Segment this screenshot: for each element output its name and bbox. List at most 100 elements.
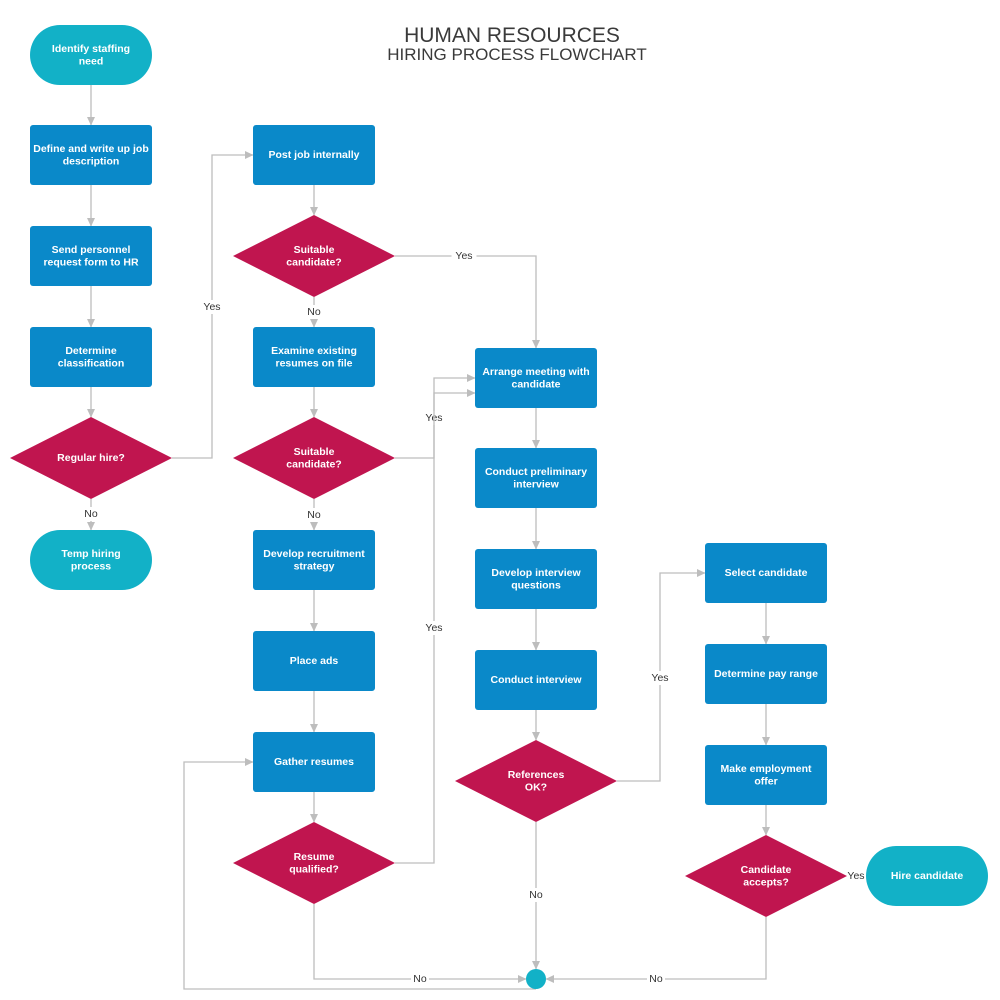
process-box [705, 543, 827, 603]
edge-label-bg [305, 305, 323, 319]
terminal-shape [30, 25, 152, 85]
edge-label-bg [843, 869, 869, 883]
decision-diamond [233, 417, 395, 499]
process-box [30, 125, 152, 185]
edge-suit1-to-meeting: Yes [395, 249, 540, 349]
node-label: need [79, 55, 104, 67]
process-box [705, 644, 827, 704]
terminal-shape [30, 530, 152, 590]
process-box [253, 530, 375, 590]
edge-accepts-to-hire: Yes [843, 869, 869, 883]
node-label: Suitable [294, 244, 335, 256]
node-label: classification [58, 357, 125, 369]
connector-line [545, 917, 767, 983]
edge-label: Yes [455, 250, 472, 262]
node-label: Determine pay range [714, 668, 818, 680]
edge-label-bg [82, 507, 100, 521]
node-gather: Gather resumes [253, 732, 375, 792]
decision-diamond [233, 215, 395, 297]
process-box [30, 226, 152, 286]
edge-label: No [84, 508, 98, 520]
node-label: Suitable [294, 446, 335, 458]
node-label: offer [754, 775, 777, 787]
node-junction [526, 969, 546, 989]
node-label: request form to HR [43, 256, 139, 268]
node-hire: Hire candidate [866, 846, 988, 906]
edge-label: No [649, 973, 663, 985]
edge-regular-to-post: Yes [172, 151, 254, 459]
edge-label-bg [421, 621, 447, 635]
node-label: Examine existing [271, 345, 357, 357]
decision-diamond [10, 417, 172, 499]
node-label: Conduct preliminary [485, 466, 587, 478]
edge-label-bg [527, 888, 545, 902]
decision-diamond [455, 740, 617, 822]
terminal-shape [866, 846, 988, 906]
edge-regular-to-temp: No [82, 499, 100, 531]
process-box [475, 549, 597, 609]
node-label: Regular hire? [57, 452, 125, 464]
node-ads: Place ads [253, 631, 375, 691]
node-select: Select candidate [705, 543, 827, 603]
process-box [253, 125, 375, 185]
edge-label: Yes [203, 301, 220, 313]
edge-label: No [307, 509, 321, 521]
decision-diamond [685, 835, 847, 917]
edge-label-bg [451, 249, 477, 263]
edge-label: No [529, 889, 543, 901]
process-box [475, 650, 597, 710]
process-box [253, 631, 375, 691]
edge-suit2-to-meeting: Yes [395, 374, 476, 459]
node-label: candidate? [286, 458, 341, 470]
edge-label-bg [411, 972, 429, 986]
node-label: Send personnel [52, 244, 131, 256]
edge-label: Yes [651, 672, 668, 684]
edge-suit2-to-strategy: No [305, 499, 323, 531]
node-pay: Determine pay range [705, 644, 827, 704]
node-label: Develop recruitment [263, 548, 365, 560]
decision-diamond [233, 822, 395, 904]
node-label: Post job internally [268, 149, 359, 161]
node-label: Define and write up job [33, 143, 149, 155]
node-label: Gather resumes [274, 756, 354, 768]
process-box [30, 327, 152, 387]
node-label: Temp hiring [61, 548, 120, 560]
node-label: candidate [511, 378, 560, 390]
edge-label: Yes [425, 622, 442, 634]
node-interview: Conduct interview [475, 650, 597, 710]
node-label: References [508, 769, 565, 781]
process-box [253, 732, 375, 792]
node-label: candidate? [286, 256, 341, 268]
edge-accepts-to-junction: No [545, 917, 767, 986]
node-label: resumes on file [275, 357, 352, 369]
edge-label-bg [647, 671, 673, 685]
process-box [475, 448, 597, 508]
edge-label: No [413, 973, 427, 985]
node-label: strategy [294, 560, 335, 572]
edge-label: No [307, 306, 321, 318]
edge-suit1-to-examine: No [305, 297, 323, 328]
flowchart-subtitle: HIRING PROCESS FLOWCHART [387, 45, 646, 64]
junction-circle [526, 969, 546, 989]
node-label: Develop interview [491, 567, 581, 579]
node-label: OK? [525, 781, 547, 793]
process-box [253, 327, 375, 387]
edge-label-bg [305, 508, 323, 522]
node-label: qualified? [289, 863, 339, 875]
connector-line [313, 904, 527, 983]
edge-junction-to-gather [183, 758, 536, 990]
